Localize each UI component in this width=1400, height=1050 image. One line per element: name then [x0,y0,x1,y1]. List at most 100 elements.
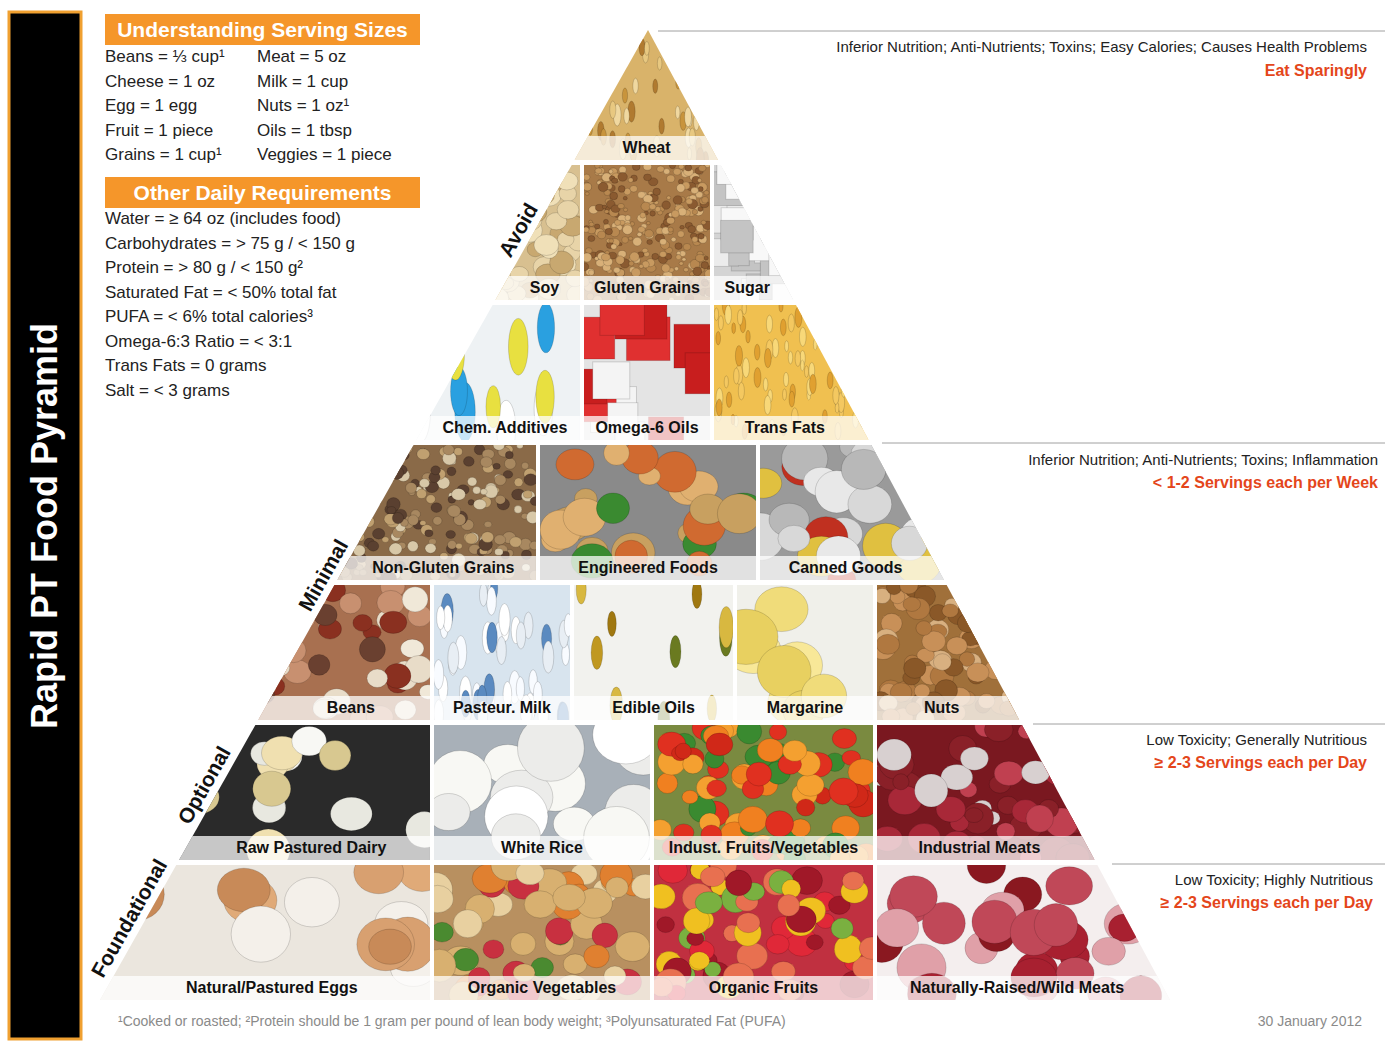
photo-item [362,516,375,527]
food-tile: Beans [258,585,430,720]
photo-item [692,237,698,243]
photo-item [217,868,270,911]
photo-item [1121,891,1155,919]
photo-item [738,382,744,400]
photo-item [714,308,718,321]
photo-ground [877,725,1095,860]
photo-item [371,496,382,506]
photo-item [645,230,654,238]
photo-item [618,172,628,181]
photo-item [674,267,678,271]
food-label: Organic Vegetables [468,979,617,996]
photo-item [452,488,466,500]
photo-item [833,387,839,405]
photo-item [529,541,539,550]
requirement-item: Grains = 1 cup¹ [105,145,222,165]
photo-item [818,334,823,348]
tile-label-strip: White Rice [434,836,650,860]
photo-item [716,331,721,345]
photo-item [231,906,290,962]
photo-item [947,637,968,655]
photo-item [788,351,792,364]
photo-item [575,113,580,127]
photo-item [702,42,706,53]
photo-item [629,261,634,266]
food-photo [871,577,1029,727]
tile-label-strip: Pasteur. Milk [434,696,570,720]
requirement-item: Carbohydrates = > 75 g / < 150 g [105,234,355,254]
photo-item [582,253,591,262]
footnote: ¹Cooked or roasted; ²Protein should be 1… [118,1012,786,1030]
photo-item [582,183,592,191]
photo-item [344,452,357,464]
photo-item [510,537,522,547]
photo-item [743,358,750,378]
photo-item [724,376,728,388]
photo-item [694,86,700,104]
photo-item [285,618,303,633]
photo-item [644,41,649,55]
photo-item [419,479,429,488]
photo-item [583,183,591,191]
photo-item [600,30,607,49]
photo-item [653,188,661,195]
photo-item [491,169,514,190]
photo-item [876,634,899,654]
photo-item [431,922,454,942]
photo-item [625,215,631,221]
photo-item [622,88,627,103]
photo-item [630,252,640,261]
photo-item [909,428,951,467]
photo-item [480,489,487,495]
photo-item [623,196,627,200]
food-photo [574,575,733,736]
photo-item [726,392,731,408]
photo-item [662,35,667,48]
photo-item [589,222,594,226]
photo-item [583,227,589,232]
photo-item [622,237,629,244]
photo-item [359,492,367,499]
requirement-item: PUFA = < 6% total calories³ [105,307,313,327]
photo-item [605,62,610,76]
food-label: Industrial Meats [918,839,1040,856]
food-photo [409,303,580,456]
photo-item [402,587,428,612]
food-photo [702,157,802,313]
photo-item [608,611,617,636]
photo-item [448,642,459,674]
photo-item [433,516,442,525]
photo-item [268,601,295,625]
photo-item [802,300,809,320]
photo-item [675,106,679,119]
photo-item [757,738,783,762]
photo-item [916,621,932,636]
photo-item [365,481,377,492]
requirement-item: Trans Fats = 0 grams [105,356,266,376]
photo-item [829,778,858,805]
tile-label-strip: Omega-6 Oils [584,416,710,440]
photo-item [682,790,698,803]
photo-item [447,540,456,549]
photo-ground [714,305,869,440]
photo-item [510,933,535,956]
photo-item [761,220,787,246]
photo-item [575,78,580,92]
photo-item [389,543,402,555]
photo-item [692,580,702,609]
photo-item [356,446,364,453]
photo-item [754,368,761,388]
food-tile: Industrial Meats [877,725,1095,860]
annotation-rule [1112,864,1385,865]
photo-item [799,327,806,346]
photo-item [431,466,441,475]
food-tile: Trans Fats [714,305,869,440]
photo-item [604,64,610,82]
photo-item [474,499,487,509]
photo-item [534,235,559,256]
photo-item [582,41,590,64]
photo-item [842,872,864,890]
photo-item [689,952,710,970]
photo-item [353,506,365,516]
photo-item [494,535,506,545]
